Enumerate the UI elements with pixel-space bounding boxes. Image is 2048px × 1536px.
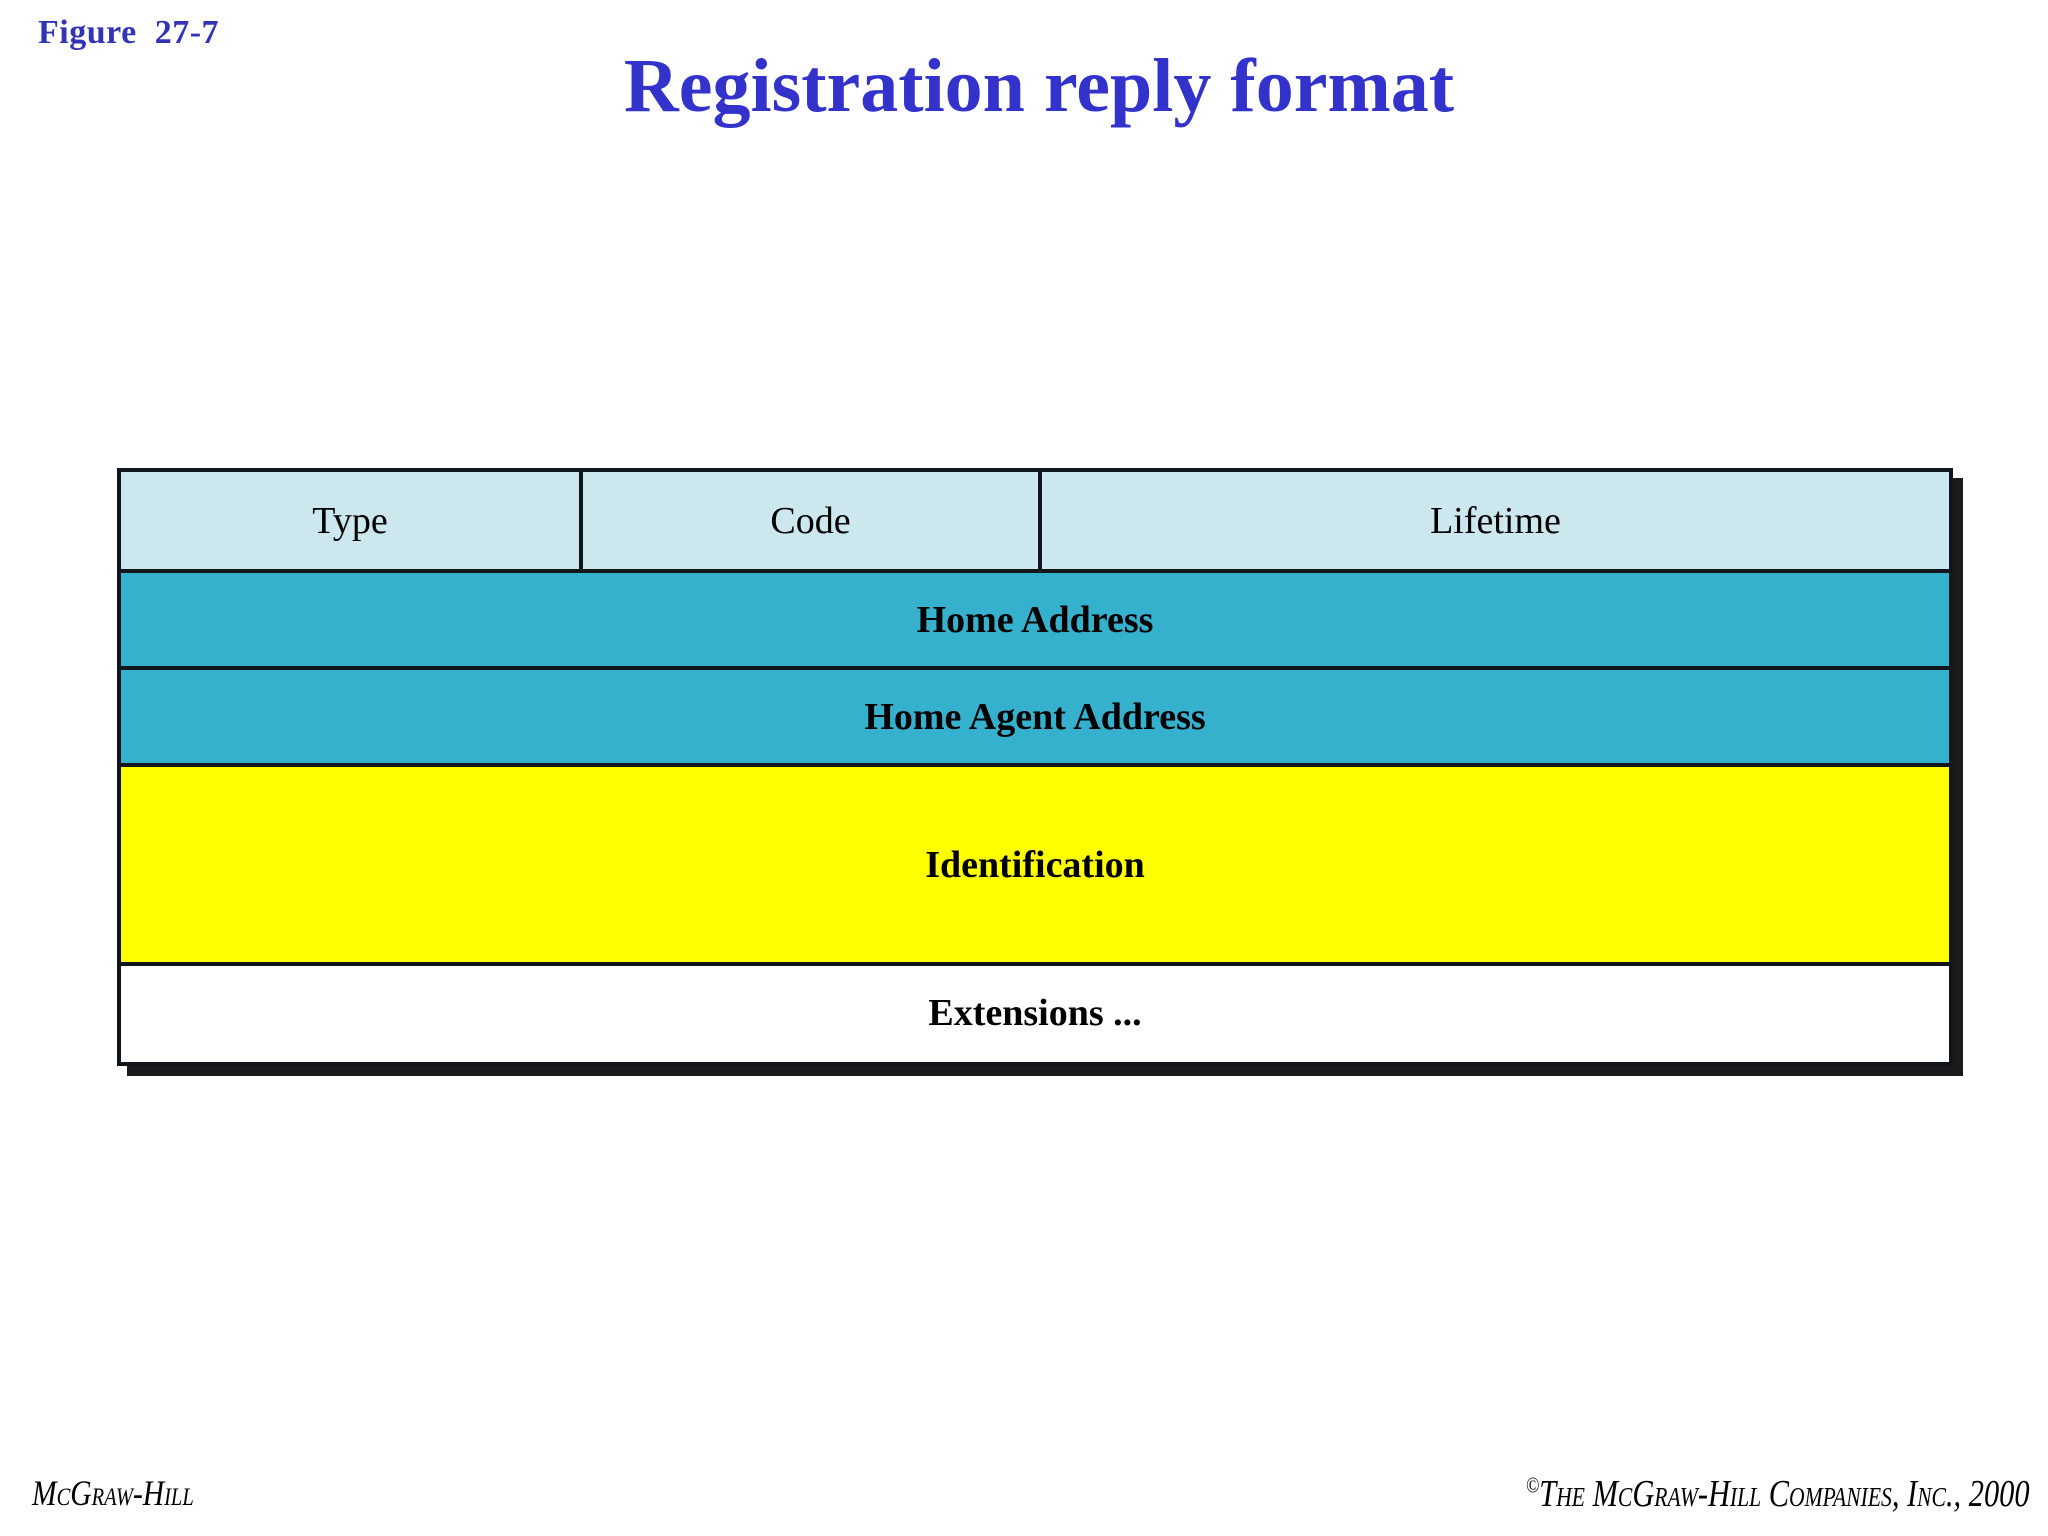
figure-label: Figure 27-7 bbox=[38, 14, 220, 51]
packet-format-diagram: Type Code Lifetime Home Address Home Age… bbox=[117, 468, 1963, 1076]
field-label-identification: Identification bbox=[925, 843, 1145, 886]
footer-publisher-logo: McGraw-Hill bbox=[32, 1473, 194, 1513]
packet-table: Type Code Lifetime Home Address Home Age… bbox=[117, 468, 1953, 1066]
field-cell-lifetime: Lifetime bbox=[1042, 472, 1949, 569]
field-label-extensions: Extensions ... bbox=[928, 991, 1142, 1034]
field-cell-code: Code bbox=[583, 472, 1042, 569]
field-label-home-agent-address: Home Agent Address bbox=[864, 695, 1206, 738]
page-title: Registration reply format bbox=[623, 44, 1455, 128]
table-row: Identification bbox=[121, 767, 1949, 966]
table-row: Home Address bbox=[121, 573, 1949, 670]
footer-copyright: ©The McGraw-Hill Companies, Inc., 2000 bbox=[1526, 1472, 2030, 1516]
field-cell-type: Type bbox=[121, 472, 583, 569]
field-label-type: Type bbox=[312, 499, 388, 542]
field-label-code: Code bbox=[770, 499, 851, 542]
field-label-home-address: Home Address bbox=[916, 598, 1154, 641]
footer-copyright-text: The McGraw-Hill Companies, Inc., 2000 bbox=[1539, 1473, 2030, 1515]
field-label-lifetime: Lifetime bbox=[1430, 499, 1561, 542]
copyright-symbol: © bbox=[1526, 1472, 1540, 1498]
table-row: Type Code Lifetime bbox=[121, 472, 1949, 573]
table-row: Extensions ... bbox=[121, 966, 1949, 1059]
table-row: Home Agent Address bbox=[121, 670, 1949, 767]
